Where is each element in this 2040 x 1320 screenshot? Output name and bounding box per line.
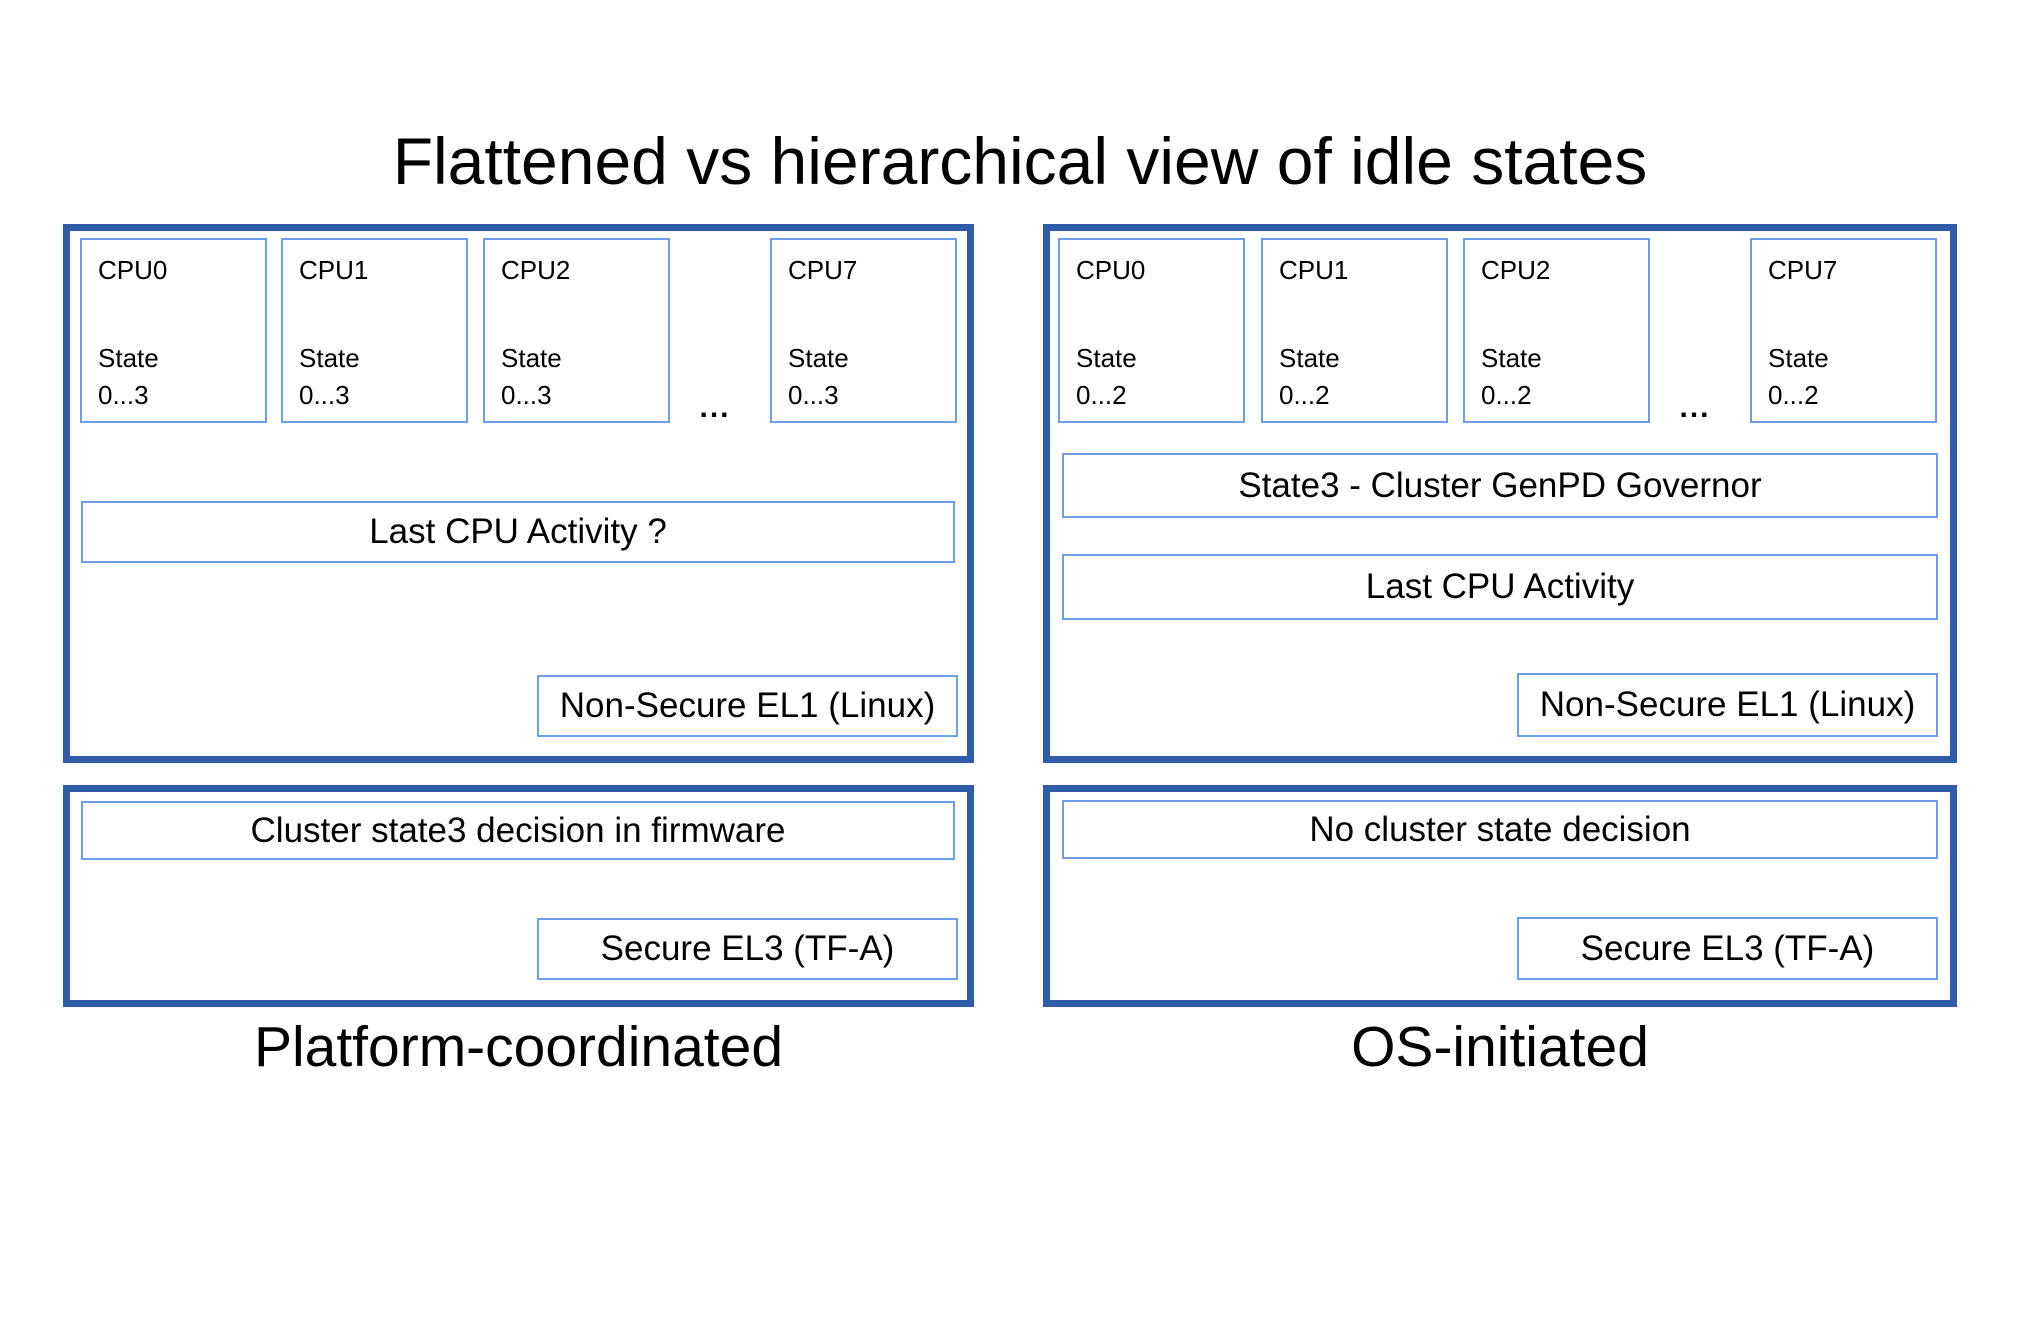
left-firmware-domain-box: Cluster state3 decision in firmware Secu… bbox=[63, 785, 974, 1007]
cpu-state-label: State bbox=[501, 342, 562, 373]
cpu-name: CPU1 bbox=[1279, 255, 1349, 285]
cpu-state: State 0...2 bbox=[1279, 340, 1430, 415]
cluster-genpd-governor-box: State3 - Cluster GenPD Governor bbox=[1062, 453, 1938, 518]
cpu-name: CPU2 bbox=[1481, 255, 1551, 285]
os-initiated-label: OS-initiated bbox=[1351, 1015, 1649, 1079]
right-cpu0-box: CPU0 State 0...2 bbox=[1058, 238, 1245, 423]
right-firmware-domain-box: No cluster state decision Secure EL3 (TF… bbox=[1043, 785, 1957, 1007]
cpu-state-range: 0...3 bbox=[501, 380, 552, 411]
right-linux-domain-box: CPU0 State 0...2 CPU1 State 0...2 CPU2 S… bbox=[1043, 224, 1957, 763]
cpu-state-range: 0...2 bbox=[1076, 380, 1127, 411]
cpu-state: State 0...2 bbox=[1076, 340, 1227, 415]
cpu-state: State 0...3 bbox=[299, 340, 450, 415]
cpu-name: CPU1 bbox=[299, 255, 369, 285]
cpu-name: CPU2 bbox=[501, 255, 571, 285]
cpu-state: State 0...2 bbox=[1768, 340, 1919, 415]
cpu-state-range: 0...3 bbox=[98, 380, 149, 411]
cpu-state-range: 0...3 bbox=[788, 380, 839, 411]
cpu-state-range: 0...3 bbox=[299, 380, 350, 411]
cpu-state-label: State bbox=[788, 342, 849, 373]
left-linux-domain-box: CPU0 State 0...3 CPU1 State 0...3 CPU2 S… bbox=[63, 224, 974, 763]
secure-el3-box: Secure EL3 (TF-A) bbox=[1517, 917, 1938, 980]
platform-coordinated-label: Platform-coordinated bbox=[253, 1015, 784, 1079]
cpu-state: State 0...3 bbox=[98, 340, 249, 415]
cpu-state: State 0...3 bbox=[788, 340, 939, 415]
cpu-name: CPU0 bbox=[98, 255, 168, 285]
right-cpu2-box: CPU2 State 0...2 bbox=[1463, 238, 1650, 423]
cpu-state-range: 0...2 bbox=[1768, 380, 1819, 411]
last-cpu-activity-box: Last CPU Activity ? bbox=[81, 501, 955, 563]
non-secure-el1-box: Non-Secure EL1 (Linux) bbox=[1517, 673, 1938, 737]
cpu-state-range: 0...2 bbox=[1481, 380, 1532, 411]
cpu-state-range: 0...2 bbox=[1279, 380, 1330, 411]
cpu-state-label: State bbox=[98, 342, 159, 373]
right-cpu1-box: CPU1 State 0...2 bbox=[1261, 238, 1448, 423]
left-cpu7-box: CPU7 State 0...3 bbox=[770, 238, 957, 423]
cpu-name: CPU0 bbox=[1076, 255, 1146, 285]
cluster-decision-firmware-box: Cluster state3 decision in firmware bbox=[81, 801, 955, 860]
cpu-state: State 0...2 bbox=[1481, 340, 1632, 415]
slide-title: Flattened vs hierarchical view of idle s… bbox=[392, 124, 1648, 198]
cpu-state-label: State bbox=[299, 342, 360, 373]
non-secure-el1-box: Non-Secure EL1 (Linux) bbox=[537, 675, 958, 737]
cpu-state-label: State bbox=[1768, 342, 1829, 373]
left-cpu1-box: CPU1 State 0...3 bbox=[281, 238, 468, 423]
cpu-state-label: State bbox=[1279, 342, 1340, 373]
cpu-state: State 0...3 bbox=[501, 340, 652, 415]
cpu-ellipsis: ... bbox=[1679, 391, 1711, 424]
no-cluster-decision-box: No cluster state decision bbox=[1062, 800, 1938, 859]
cpu-name: CPU7 bbox=[788, 255, 858, 285]
cpu-name: CPU7 bbox=[1768, 255, 1838, 285]
left-cpu0-box: CPU0 State 0...3 bbox=[80, 238, 267, 423]
last-cpu-activity-box: Last CPU Activity bbox=[1062, 554, 1938, 620]
right-cpu7-box: CPU7 State 0...2 bbox=[1750, 238, 1937, 423]
secure-el3-box: Secure EL3 (TF-A) bbox=[537, 918, 958, 980]
cpu-state-label: State bbox=[1076, 342, 1137, 373]
cpu-ellipsis: ... bbox=[699, 391, 731, 424]
left-cpu2-box: CPU2 State 0...3 bbox=[483, 238, 670, 423]
cpu-state-label: State bbox=[1481, 342, 1542, 373]
